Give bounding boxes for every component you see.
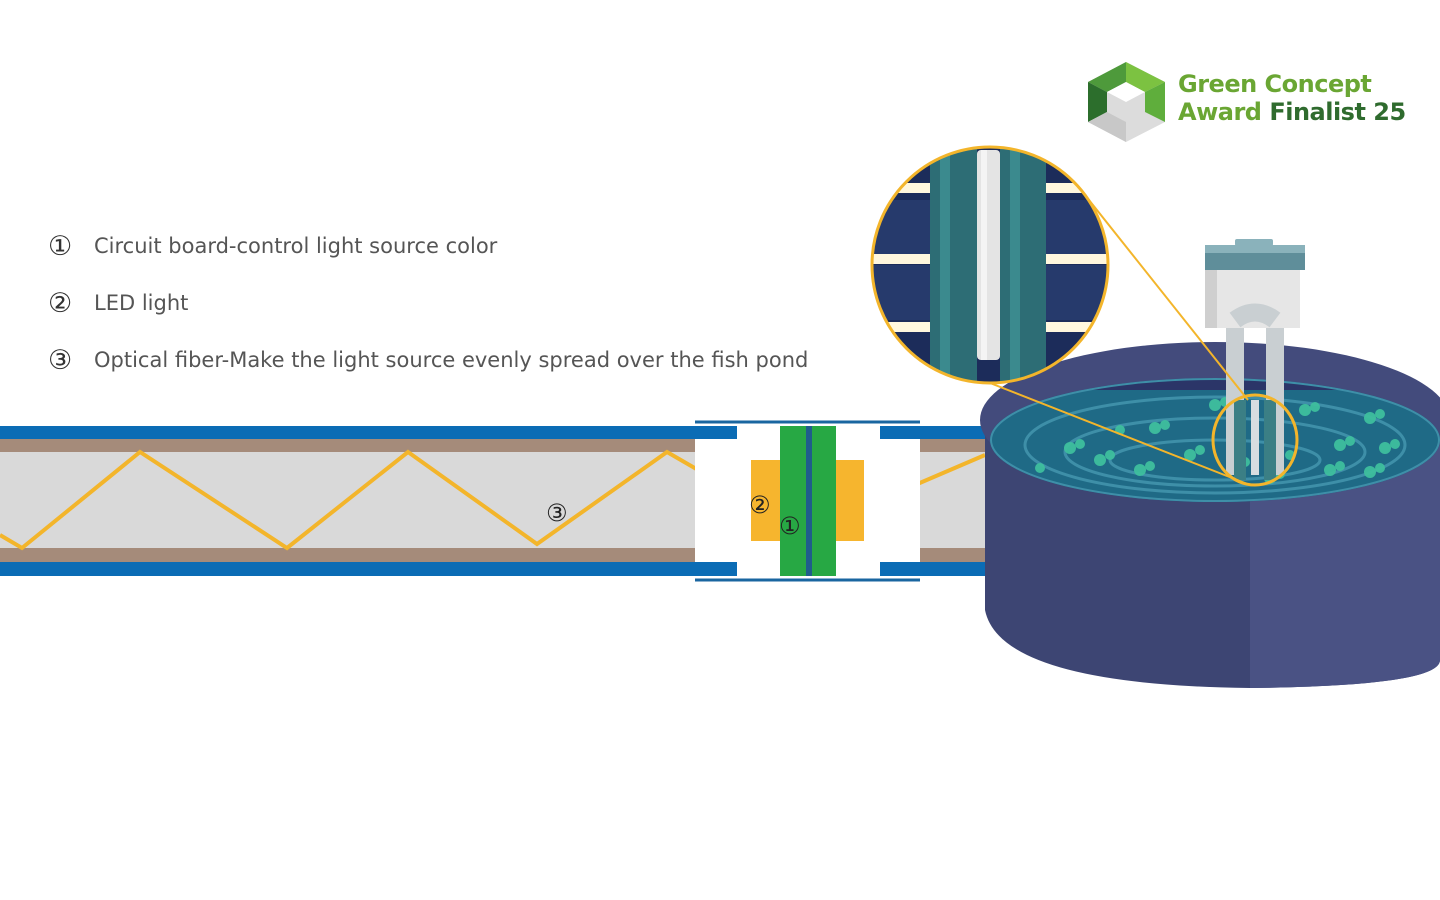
circuit-board [780, 426, 836, 576]
legend-label: Circuit board-control light source color [94, 234, 498, 258]
legend-num: ② [48, 287, 73, 319]
legend-label: LED light [94, 291, 189, 315]
fish-pond [980, 342, 1440, 688]
legend-label: Optical fiber-Make the light source even… [94, 348, 809, 372]
award-line1: Green Concept [1178, 70, 1372, 98]
legend: ① Circuit board-control light source col… [48, 228, 808, 399]
award-badge: Green Concept Award Finalist 25 [1086, 60, 1416, 150]
legend-item-circuit-board: ① Circuit board-control light source col… [48, 228, 808, 264]
zoom-line-bottom [989, 382, 1251, 486]
legend-num: ① [48, 230, 73, 262]
marker-led: ② [749, 491, 771, 519]
legend-item-optical-fiber: ③ Optical fiber-Make the light source ev… [48, 342, 808, 378]
magnified-view [870, 145, 1110, 385]
legend-num: ③ [48, 344, 73, 376]
award-line2-finalist: Finalist 25 [1269, 98, 1406, 126]
light-path-zigzag [0, 449, 752, 551]
award-logo-icon [1088, 62, 1165, 142]
zoom-target-circle [1211, 393, 1299, 487]
marker-circuit-board: ① [779, 512, 801, 540]
zoom-line-top [1084, 194, 1249, 401]
marker-fiber: ③ [546, 499, 568, 527]
award-line2-award: Award [1178, 98, 1262, 126]
legend-item-led: ② LED light [48, 285, 808, 321]
award-text: Green Concept Award Finalist 25 [1178, 70, 1406, 126]
